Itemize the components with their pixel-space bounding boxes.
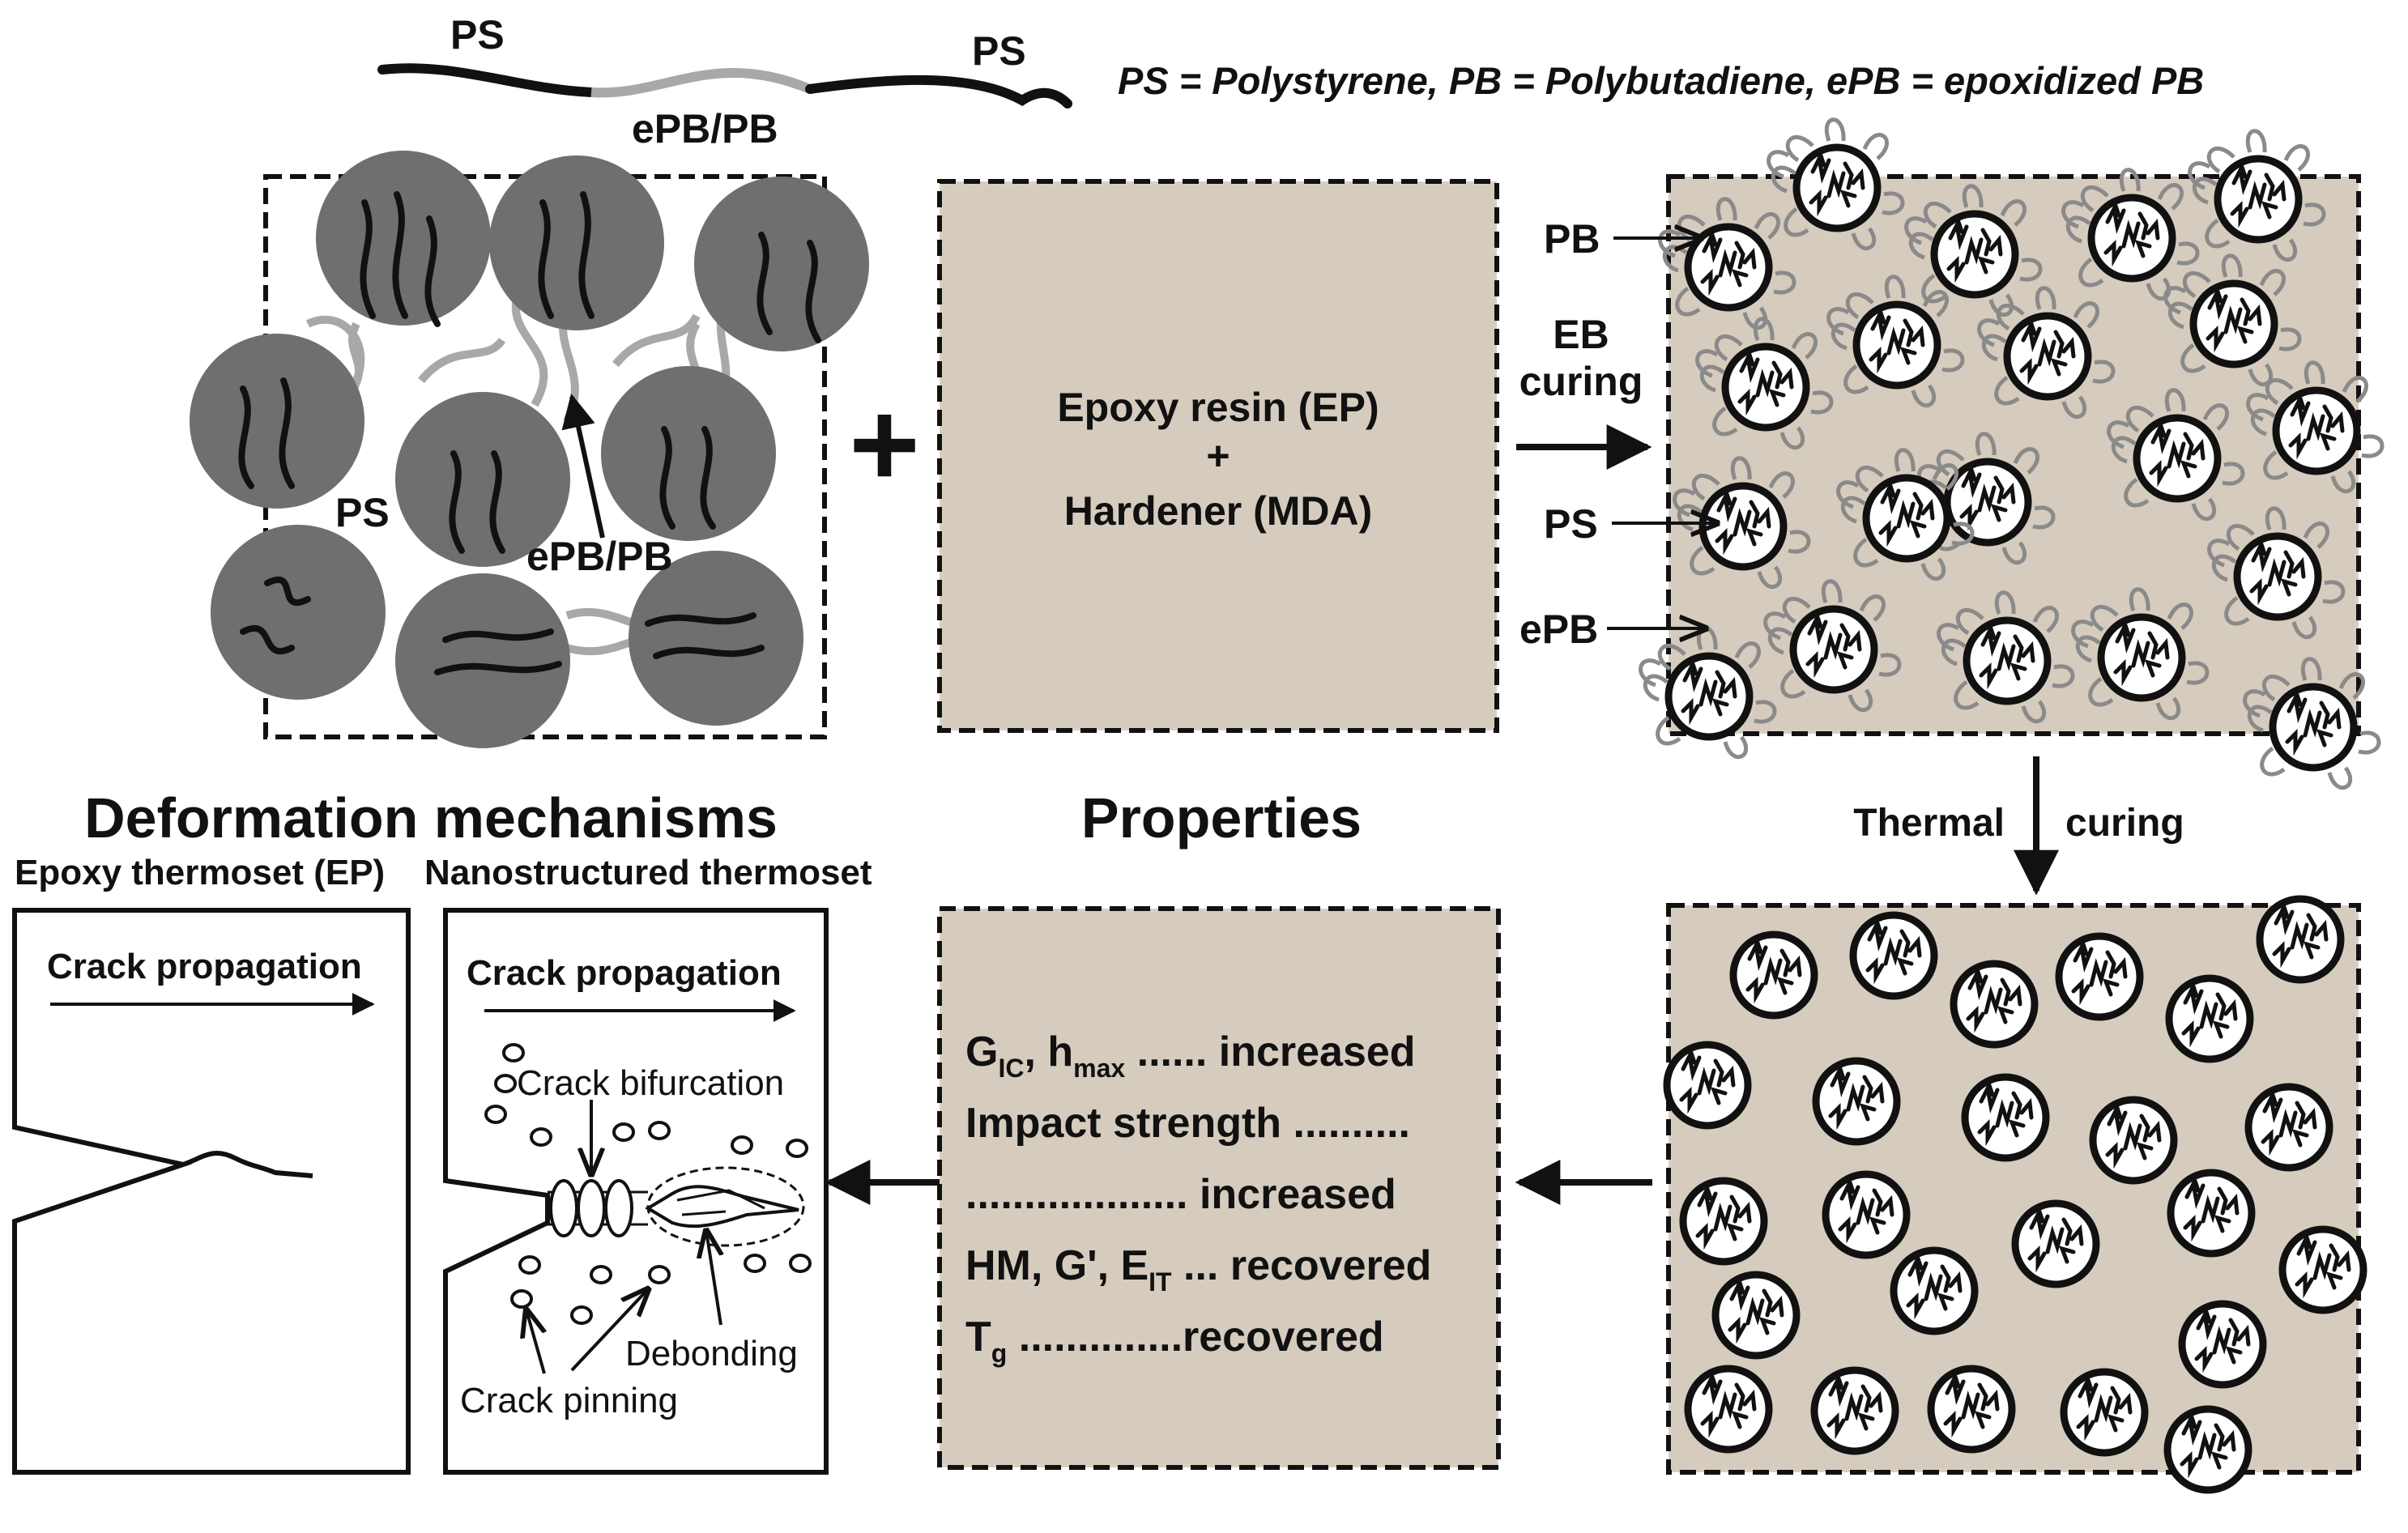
dispersed-particles — [484, 1043, 812, 1325]
pinning-pointer-right — [570, 1289, 648, 1372]
line5-result: ..............recovered — [1007, 1314, 1383, 1361]
property-line-1: GIC, hmax ...... increased — [965, 1028, 1416, 1083]
thermal-curing-left: Thermal — [1853, 802, 2005, 845]
copolymer-ps-left-label: PS — [450, 12, 505, 57]
micelle-epb-label: ePB/PB — [526, 534, 673, 579]
line4-result: ... recovered — [1172, 1242, 1432, 1289]
eb-curing-line-2: curing — [1519, 359, 1643, 404]
pinning-pointer-left — [526, 1310, 544, 1374]
cured-pb-label: PB — [1544, 216, 1600, 262]
ep-crack — [182, 1151, 313, 1178]
hmax-symbol: , h — [1024, 1028, 1073, 1075]
properties-box — [937, 906, 1501, 1470]
property-line-4: HM, G', EIT ... recovered — [965, 1242, 1431, 1297]
micelle-ps-label: PS — [335, 490, 390, 535]
deformation-title: Deformation mechanisms — [84, 786, 778, 850]
ps-chain-squiggles — [238, 191, 821, 675]
eit-subscript: IT — [1149, 1267, 1172, 1297]
resin-line-1: Epoxy resin (EP) — [1057, 385, 1379, 430]
abbreviation-legend: PS = Polystyrene, PB = Polybutadiene, eP… — [1118, 59, 2204, 102]
plus-sign: + — [849, 376, 920, 512]
resin-line-2: + — [1206, 433, 1230, 479]
thermal-curing-right: curing — [2065, 802, 2184, 845]
debonding-pointer — [706, 1231, 721, 1326]
resin-box — [937, 179, 1499, 733]
epb-pointer-arrow — [561, 393, 605, 539]
resin-line-3: Hardener (MDA) — [1064, 488, 1373, 534]
ep-crack-propagation-label: Crack propagation — [47, 947, 362, 986]
micelle-cores — [190, 151, 869, 748]
nano-crack-propagation-label: Crack propagation — [467, 953, 782, 993]
cured-epb-label: ePB — [1519, 607, 1598, 652]
gic-symbol: G — [965, 1028, 998, 1075]
copolymer-ps-right-label: PS — [972, 28, 1026, 74]
crack-bifurcation-label: Crack bifurcation — [517, 1063, 784, 1103]
ep-specimen — [12, 908, 411, 1475]
property-line-5: Tg ..............recovered — [965, 1314, 1384, 1368]
cured-ps-label: PS — [1544, 501, 1598, 547]
property-line-2: Impact strength .......... — [965, 1100, 1410, 1147]
debonding-zone — [645, 1166, 805, 1247]
epoxy-thermoset-label: Epoxy thermoset (EP) — [15, 853, 385, 892]
hmax-subscript: max — [1073, 1054, 1125, 1083]
property-line-3: ................... increased — [965, 1171, 1396, 1218]
nanostructured-thermoset-label: Nanostructured thermoset — [424, 853, 872, 892]
properties-title: Properties — [1081, 786, 1362, 850]
crack-pinning-label: Crack pinning — [460, 1381, 678, 1420]
copolymer-chain — [377, 63, 1072, 109]
gic-subscript: IC — [998, 1054, 1024, 1083]
copolymer-epb-label: ePB/PB — [632, 106, 778, 151]
tg-subscript: g — [991, 1339, 1008, 1368]
debonding-label: Debonding — [625, 1334, 798, 1373]
bifurcation-particles — [548, 1179, 648, 1237]
line1-result: ...... increased — [1125, 1028, 1415, 1075]
tg-symbol: T — [965, 1314, 991, 1361]
modulus-symbols: HM, G', E — [965, 1242, 1149, 1289]
eb-curing-line-1: EB — [1553, 312, 1609, 357]
